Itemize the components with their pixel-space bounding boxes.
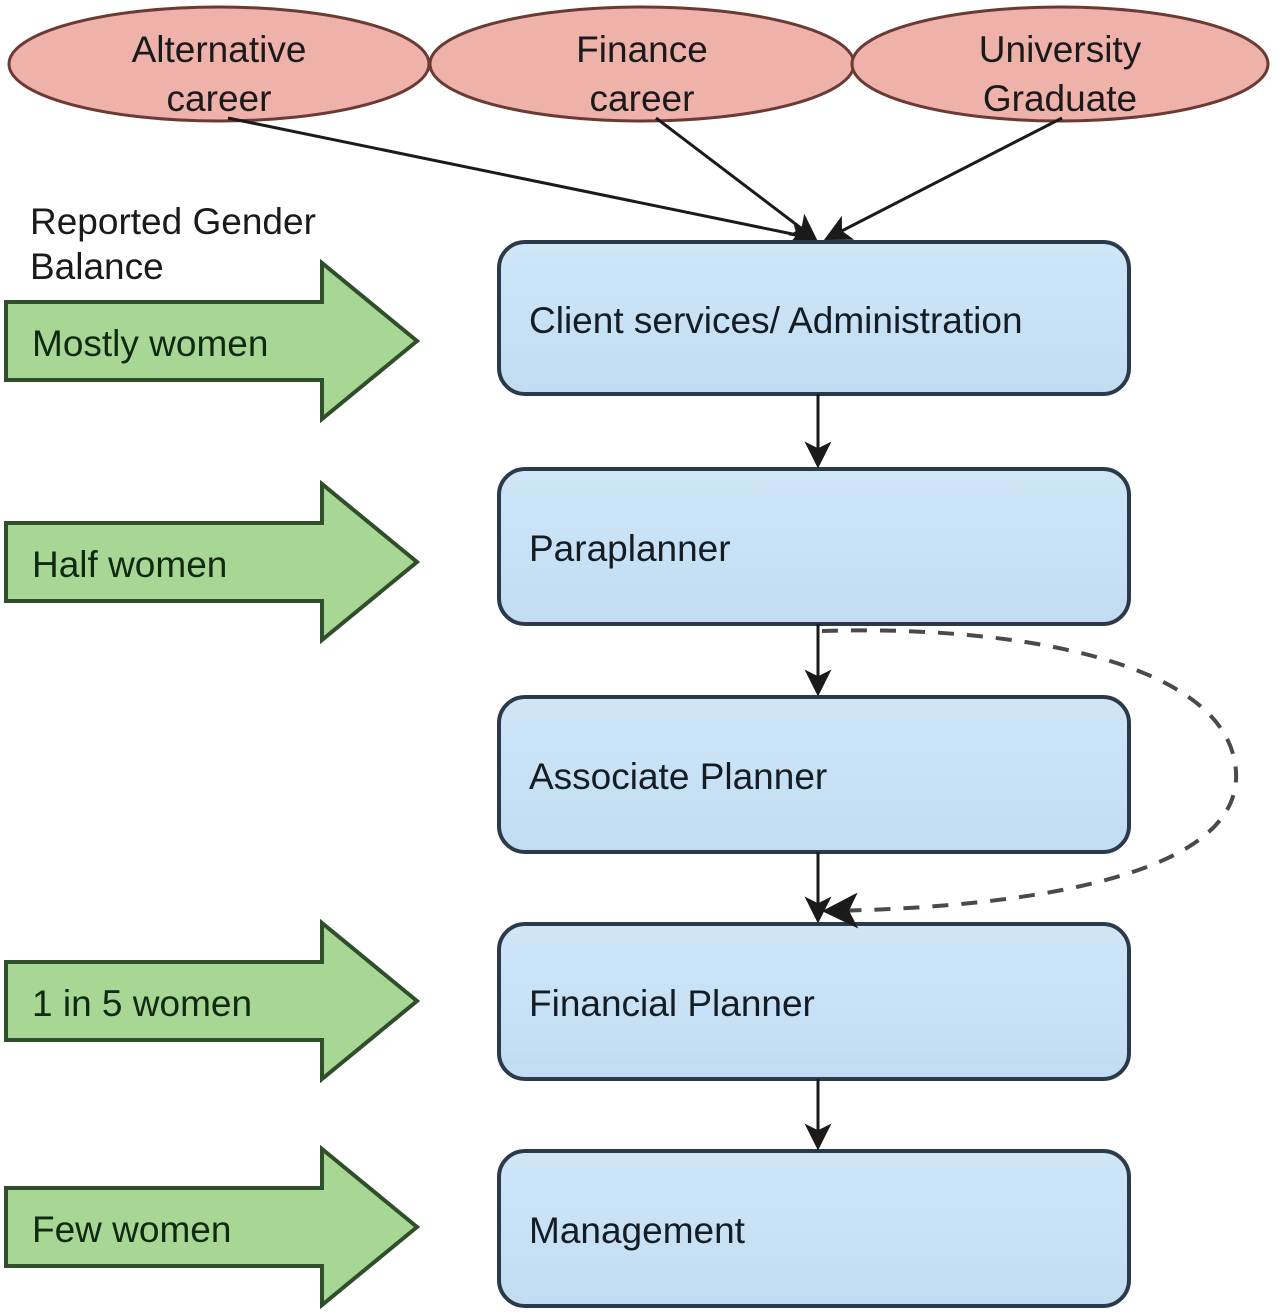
connector-alternative-career-to-client-services xyxy=(227,116,817,247)
stage-box-management[interactable] xyxy=(497,1149,1131,1308)
entry-ellipse-alternative-career[interactable] xyxy=(7,5,431,123)
connector-university-graduate-to-client-services xyxy=(823,116,1063,241)
gender-arrow-half-women[interactable] xyxy=(4,479,421,645)
stage-box-associate-planner[interactable] xyxy=(497,695,1131,854)
entry-ellipse-university-graduate[interactable] xyxy=(850,5,1270,123)
gender-arrow-one-in-five-women[interactable] xyxy=(4,918,421,1084)
gender-arrow-few-women[interactable] xyxy=(4,1144,421,1310)
gender-arrow-mostly-women[interactable] xyxy=(4,258,421,424)
stage-box-paraplanner[interactable] xyxy=(497,467,1131,626)
connector-paraplanner-to-financial-planner-dashed xyxy=(821,628,1239,929)
stage-box-client-services-administration[interactable] xyxy=(497,240,1131,396)
stage-box-financial-planner[interactable] xyxy=(497,922,1131,1081)
connector-finance-career-to-client-services xyxy=(655,116,818,241)
entry-ellipse-finance-career[interactable] xyxy=(428,5,856,123)
